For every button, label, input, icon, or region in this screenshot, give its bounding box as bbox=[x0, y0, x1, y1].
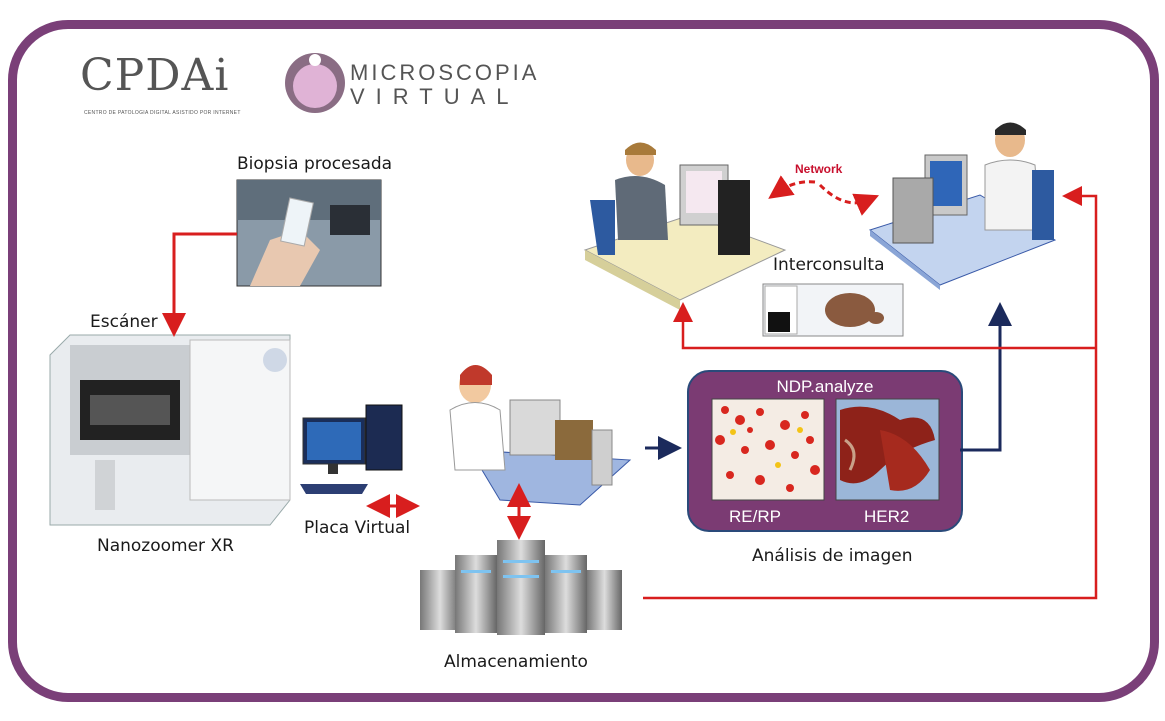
storage-servers bbox=[420, 540, 622, 635]
label-almacenamiento: Almacenamiento bbox=[444, 652, 588, 672]
microscopia-logo: MICROSCOPIA VIRTUAL bbox=[350, 60, 539, 110]
cpdai-logo-subtitle: CENTRO DE PATOLOGIA DIGITAL ASISTIDO POR… bbox=[84, 110, 241, 116]
microscopia-logo-line2: VIRTUAL bbox=[350, 84, 520, 109]
microscopia-logo-icon bbox=[285, 53, 345, 113]
arrow-ndp-to-consult bbox=[960, 302, 1012, 452]
arrow-storage-to-consult-left bbox=[673, 302, 1096, 350]
her2-stain-image bbox=[835, 398, 940, 501]
label-biopsia: Biopsia procesada bbox=[237, 154, 393, 174]
label-placa-virtual: Placa Virtual bbox=[304, 518, 411, 538]
arrow-biopsy-to-scanner bbox=[162, 232, 237, 337]
ndp-left-label: RE/RP bbox=[729, 507, 781, 526]
consultant-desk-right bbox=[868, 122, 1057, 290]
consultant-desk-left bbox=[583, 142, 787, 310]
cpdai-logo: CPDAi CENTRO DE PATOLOGIA DIGITAL ASISTI… bbox=[80, 50, 245, 120]
label-nanozoomer: Nanozoomer XR bbox=[97, 536, 234, 556]
arrow-storage-to-consult-right bbox=[643, 186, 1098, 600]
scanner-machine bbox=[49, 334, 291, 526]
ndp-title: NDP.analyze bbox=[776, 377, 874, 396]
ndp-right-label: HER2 bbox=[864, 507, 910, 526]
desktop-computer bbox=[300, 404, 403, 494]
label-interconsulta: Interconsulta bbox=[773, 255, 885, 275]
re-rp-stain-image bbox=[711, 398, 825, 501]
biopsy-slide-photo bbox=[236, 179, 382, 287]
label-network: Network bbox=[795, 162, 843, 176]
cpdai-logo-text: CPDAi bbox=[80, 50, 230, 101]
pathologist-workstation bbox=[449, 365, 632, 506]
microscopia-logo-line1: MICROSCOPIA bbox=[350, 60, 540, 85]
network-arrows bbox=[768, 175, 880, 216]
interconsulta-slide bbox=[762, 283, 904, 337]
label-analisis: Análisis de imagen bbox=[752, 546, 913, 566]
label-escaner: Escáner bbox=[90, 312, 158, 332]
